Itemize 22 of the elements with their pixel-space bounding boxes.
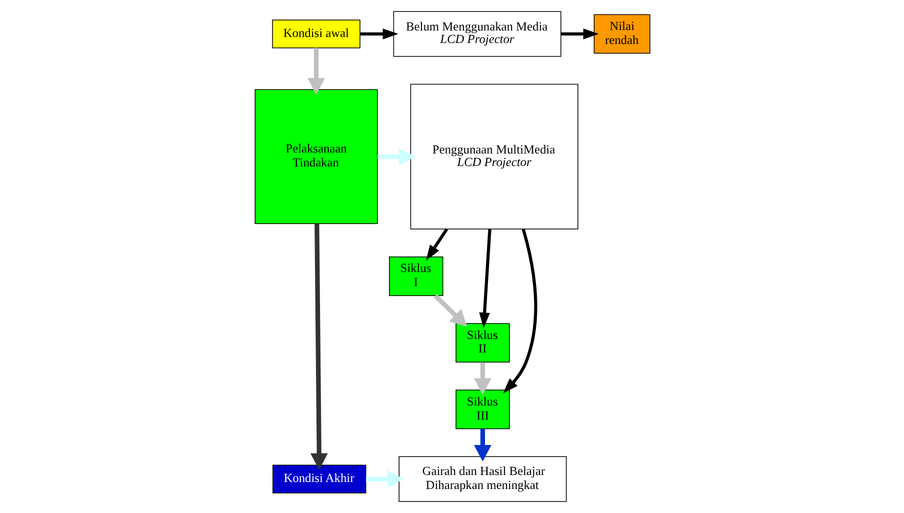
arrow xyxy=(473,362,491,395)
arrow xyxy=(433,294,467,327)
arrow xyxy=(360,28,398,40)
node-box: Siklus II xyxy=(455,323,510,363)
node-box: Siklus I xyxy=(388,256,443,296)
arrow xyxy=(310,224,328,470)
arrow xyxy=(502,228,537,394)
node-box: Belum Menggunakan Media LCD Projector xyxy=(392,11,561,57)
node-box: Kondisi Akhir xyxy=(272,464,366,494)
arrow xyxy=(307,48,324,95)
node-box: Kondisi awal xyxy=(272,20,360,48)
node-box: Penggunaan MultiMedia LCD Projector xyxy=(410,84,578,230)
arrow xyxy=(473,428,491,462)
arrow xyxy=(478,228,491,328)
arrow xyxy=(376,148,416,166)
arrow xyxy=(560,28,598,40)
arrow xyxy=(365,470,404,488)
node-box: Nilai rendah xyxy=(593,14,650,54)
node-box: Siklus III xyxy=(455,390,510,430)
node-box: Gairah dan Hasil Belajar Diharapkan meningkat xyxy=(398,456,566,502)
arrow xyxy=(425,228,448,261)
node-box: Pelaksanaan Tindakan xyxy=(254,89,378,224)
